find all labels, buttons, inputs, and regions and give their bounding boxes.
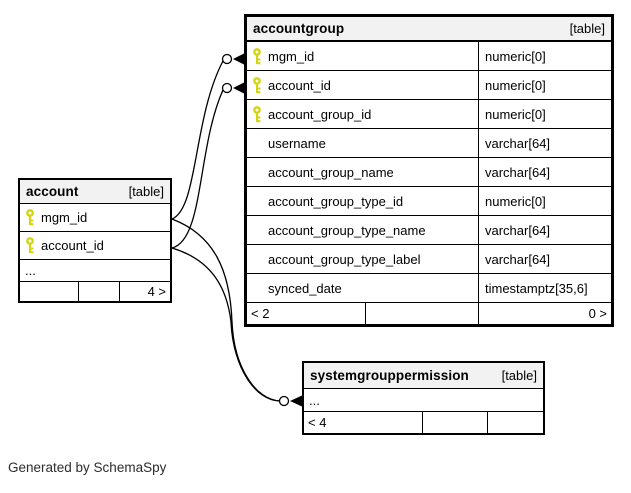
column-name: account_group_type_name	[268, 222, 426, 238]
column-type: numeric[0]	[478, 42, 611, 70]
column-name: synced_date	[268, 280, 342, 296]
primary-key-icon	[252, 105, 262, 123]
column-name: account_group_type_id	[268, 193, 404, 209]
table-header[interactable]: accountgroup [table]	[247, 17, 611, 42]
hidden-columns-ellipsis: ...	[20, 260, 170, 282]
column-name: username	[268, 135, 326, 151]
table-footer: < 4	[304, 412, 543, 433]
column-type: numeric[0]	[478, 187, 611, 215]
column-row: account_group_name varchar[64]	[247, 158, 611, 187]
column-row: account_group_type_id numeric[0]	[247, 187, 611, 216]
primary-key-icon	[25, 209, 35, 226]
footer-middle-cell	[79, 282, 120, 301]
column-type: varchar[64]	[478, 129, 611, 157]
footer-right-cell	[488, 412, 543, 433]
footer-children-count[interactable]: < 2	[247, 303, 366, 324]
column-row: username varchar[64]	[247, 129, 611, 158]
edge-account-mgm-to-accountgroup	[171, 60, 224, 220]
table-badge: [table]	[569, 21, 605, 36]
edge-odot	[221, 53, 233, 65]
column-name: account_group_name	[268, 164, 394, 180]
table-badge: [table]	[501, 368, 537, 383]
column-row: mgm_id	[20, 204, 170, 232]
table-header[interactable]: account [table]	[20, 180, 170, 204]
edge-arrowhead	[233, 82, 244, 94]
column-row: account_id	[20, 232, 170, 260]
footer-left-cell	[20, 282, 79, 301]
column-name: mgm_id	[41, 210, 88, 225]
table-badge: [table]	[128, 184, 164, 199]
table-node-account[interactable]: account [table] mgm_id account_id ... 4 …	[18, 178, 172, 303]
table-header[interactable]: systemgrouppermission [table]	[304, 363, 543, 389]
table-title: accountgroup	[253, 21, 345, 36]
column-type: varchar[64]	[478, 245, 611, 273]
edge-odot	[278, 395, 290, 407]
column-type: numeric[0]	[478, 100, 611, 128]
table-footer: < 2 0 >	[247, 303, 611, 324]
primary-key-icon	[252, 47, 262, 65]
footer-middle-cell	[423, 412, 488, 433]
footer-middle-cell	[366, 303, 479, 324]
column-name: account_id	[41, 238, 104, 253]
table-node-accountgroup[interactable]: accountgroup [table] mgm_id numeric[0] a…	[244, 14, 614, 327]
edge-arrowhead	[233, 53, 244, 65]
column-type: varchar[64]	[478, 158, 611, 186]
column-type: varchar[64]	[478, 216, 611, 244]
column-row: synced_date timestamptz[35,6]	[247, 274, 611, 303]
column-row: mgm_id numeric[0]	[247, 42, 611, 71]
column-type: numeric[0]	[478, 71, 611, 99]
footer-parents-count[interactable]: 4 >	[147, 284, 166, 299]
column-row: account_group_type_label varchar[64]	[247, 245, 611, 274]
generated-by-note: Generated by SchemaSpy	[8, 460, 167, 475]
table-node-systemgrouppermission[interactable]: systemgrouppermission [table] ... < 4	[302, 361, 545, 435]
column-name: account_id	[268, 77, 331, 93]
edge-arrowhead	[290, 395, 302, 407]
edge-account-accountid-to-accountgroup	[171, 89, 224, 249]
hidden-columns-ellipsis: ...	[304, 389, 543, 412]
footer-children-count[interactable]: < 4	[304, 412, 423, 433]
column-name: mgm_id	[268, 48, 315, 64]
column-row: account_group_type_name varchar[64]	[247, 216, 611, 245]
column-row: account_group_id numeric[0]	[247, 100, 611, 129]
column-name: account_group_type_label	[268, 251, 421, 267]
table-footer: 4 >	[20, 282, 170, 301]
footer-parents-count[interactable]: 0 >	[588, 306, 607, 321]
column-type: timestamptz[35,6]	[478, 274, 611, 302]
primary-key-icon	[252, 76, 262, 94]
column-name: account_group_id	[268, 106, 372, 122]
table-title: systemgrouppermission	[310, 368, 469, 383]
column-row: account_id numeric[0]	[247, 71, 611, 100]
edge-odot	[221, 82, 233, 94]
primary-key-icon	[25, 237, 35, 254]
table-title: account	[26, 184, 79, 199]
